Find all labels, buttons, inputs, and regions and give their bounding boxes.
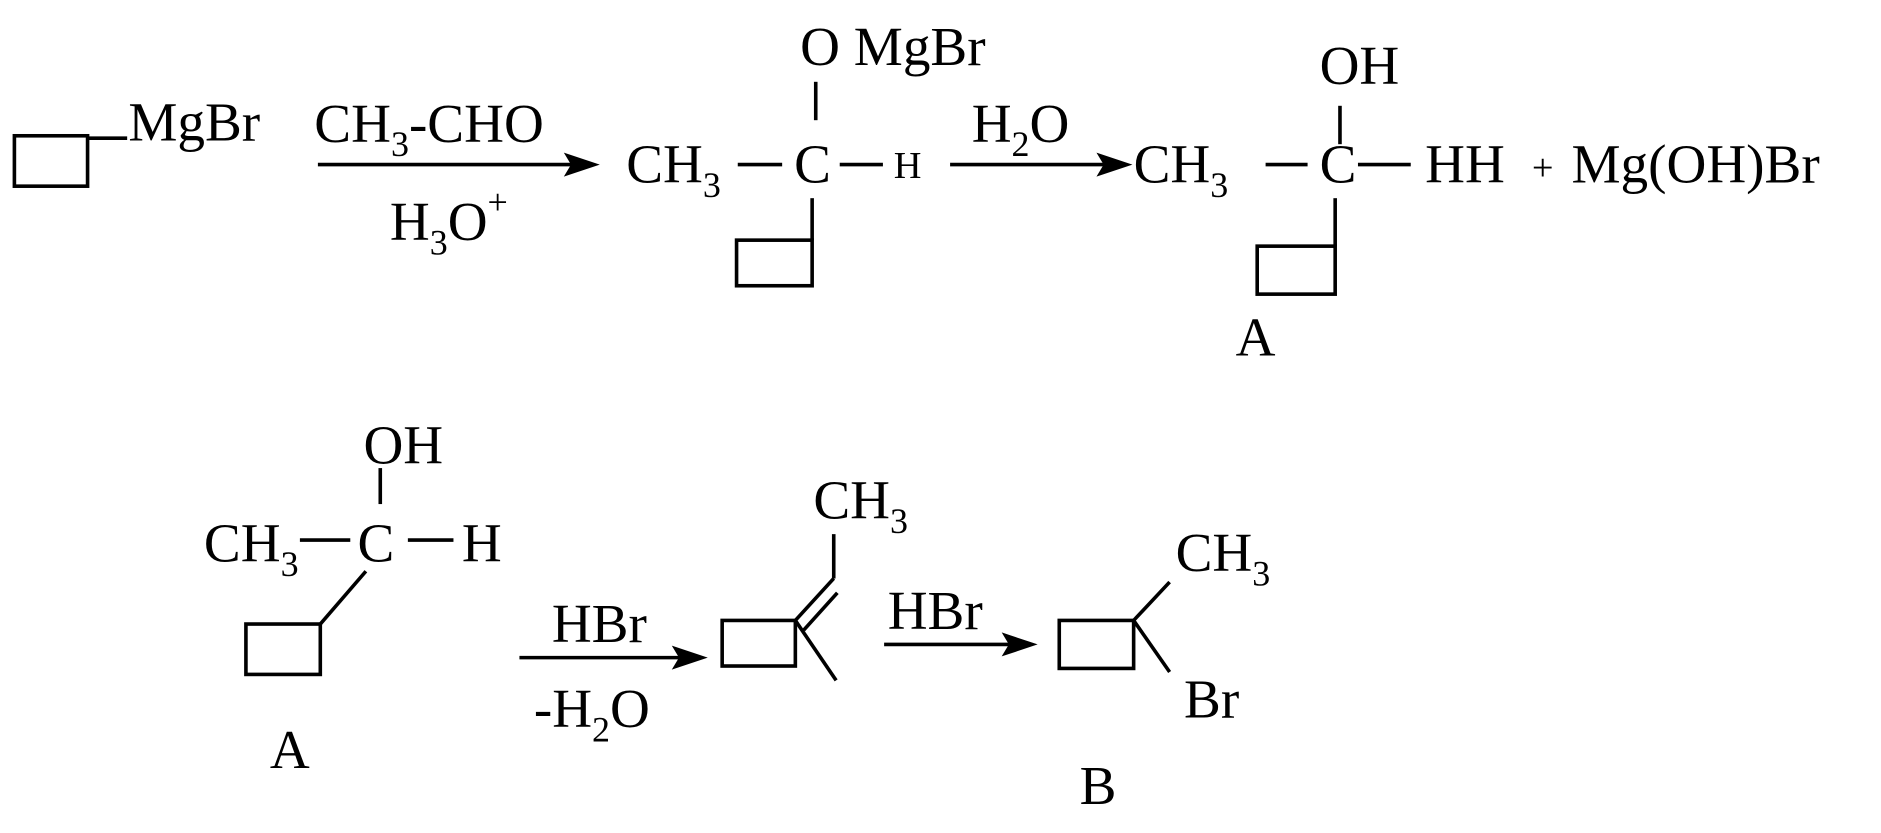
reaction-arrow-2: H2O — [950, 93, 1133, 177]
alcohol-product-a: CH3 C HH + Mg(OH)Br OH A — [1134, 35, 1820, 367]
svg-text:-H2O: -H2O — [534, 678, 650, 749]
cyclobutane-ring — [244, 622, 323, 677]
svg-text:H2O: H2O — [972, 93, 1070, 164]
cyclobutane-ring — [720, 618, 798, 668]
svg-text:CH3: CH3 — [813, 469, 908, 540]
reaction-arrow-1: CH3-CHO H3O+ — [314, 93, 600, 263]
svg-text:HH: HH — [1425, 134, 1505, 195]
svg-text:OH: OH — [1320, 35, 1400, 96]
cyclobutane-ring — [734, 238, 814, 288]
svg-text:H: H — [894, 145, 922, 187]
alcohol-a: OH CH3 C H A — [204, 414, 502, 780]
reagent-acetaldehyde: CH3-CHO — [314, 93, 544, 164]
compound-label-a: A — [270, 719, 310, 780]
reaction-arrow-4: HBr — [884, 580, 1038, 657]
svg-text:H: H — [462, 513, 502, 574]
grignard-reagent: MgBr — [12, 92, 260, 188]
svg-text:OH: OH — [363, 414, 443, 475]
bromide-product-b: CH3 Br B — [1057, 522, 1271, 816]
svg-text:CH3: CH3 — [1134, 134, 1229, 205]
svg-text:Mg(OH)Br: Mg(OH)Br — [1571, 134, 1819, 195]
svg-text:Br: Br — [1184, 669, 1239, 730]
reagent-hydronium: H3O+ — [390, 182, 508, 263]
svg-text:HBr: HBr — [552, 593, 647, 654]
svg-text:CH3: CH3 — [1176, 522, 1271, 593]
svg-text:HBr: HBr — [888, 580, 983, 641]
cyclobutane-ring — [1255, 244, 1337, 296]
compound-label-b: B — [1080, 755, 1117, 816]
svg-text:CH3: CH3 — [626, 134, 721, 205]
svg-text:C: C — [1320, 134, 1357, 195]
svg-text:+: + — [1532, 147, 1554, 189]
cyclobutane-ring — [1057, 618, 1136, 671]
cyclobutane-ring — [12, 133, 90, 188]
reaction-arrow-3: HBr -H2O — [519, 593, 708, 750]
alkene-intermediate: CH3 — [720, 469, 908, 682]
svg-text:CH3: CH3 — [204, 513, 299, 584]
compound-label-a: A — [1236, 306, 1276, 367]
svg-text:C: C — [794, 134, 831, 195]
svg-text:O MgBr: O MgBr — [800, 16, 985, 77]
mgbr-label: MgBr — [128, 92, 260, 153]
svg-text:C: C — [357, 513, 394, 574]
alkoxide-intermediate: CH3 C H O MgBr — [626, 16, 986, 288]
